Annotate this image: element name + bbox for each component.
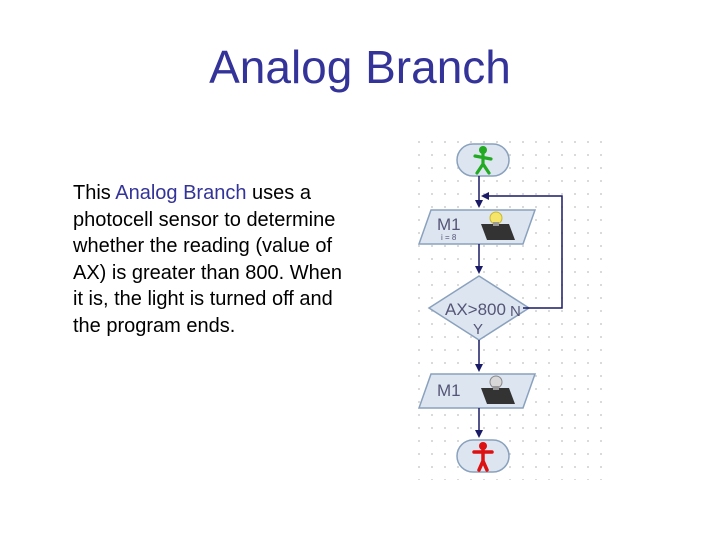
body-text-pre: This: [73, 182, 116, 204]
step1-sub: i = 8: [441, 233, 457, 242]
stop-figure-icon: [472, 442, 494, 472]
slide-title: Analog Branch: [209, 41, 511, 93]
flowchart: M1 i = 8 AX>800 N Y M1: [417, 140, 602, 480]
start-figure-icon: [473, 146, 493, 175]
body-text-highlight: Analog Branch: [115, 182, 247, 204]
branch-no-label: N: [510, 303, 521, 320]
step1-label: M1: [437, 215, 461, 234]
step2-label: M1: [437, 381, 461, 400]
branch-yes-label: Y: [473, 321, 483, 338]
branch-label: AX>800: [445, 300, 506, 319]
light-off-icon: [481, 375, 515, 404]
light-on-icon: [481, 211, 515, 240]
loop-back-line: [481, 192, 563, 309]
body-text-post: uses a photocell sensor to determine whe…: [73, 182, 343, 337]
body-text: This Analog Branch uses a photocell sens…: [73, 180, 343, 339]
